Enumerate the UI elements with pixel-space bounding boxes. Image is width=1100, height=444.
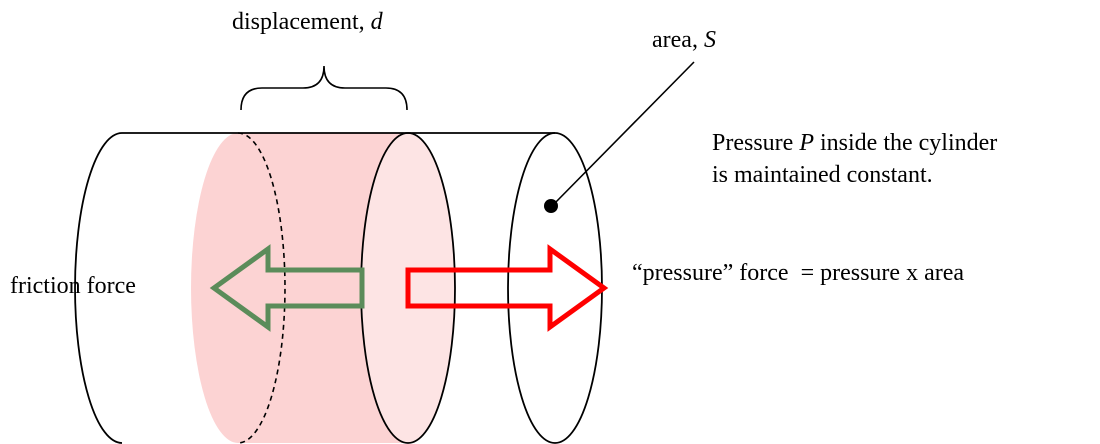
cylinder-right-end bbox=[507, 132, 603, 444]
friction-force-arrow bbox=[209, 244, 365, 332]
area-label: area, S bbox=[652, 26, 716, 54]
friction-force-label: friction force bbox=[10, 273, 136, 299]
cylinder-left-end bbox=[74, 132, 123, 444]
pressure-force-arrow bbox=[405, 244, 609, 332]
pressure-statement-line1: Pressure P inside the cylinder bbox=[712, 130, 998, 156]
pressure-symbol: P bbox=[799, 130, 814, 156]
displacement-symbol: d bbox=[370, 9, 383, 35]
area-dot bbox=[544, 199, 558, 213]
area-leader-line bbox=[552, 61, 695, 206]
piston-back-edge bbox=[237, 132, 286, 444]
displacement-brace bbox=[240, 65, 408, 111]
pressure-force-label: “pressure” force = pressure x area bbox=[632, 260, 965, 286]
area-text: area, bbox=[652, 27, 698, 53]
displacement-label: displacement, d bbox=[232, 8, 383, 36]
area-symbol: S bbox=[703, 27, 716, 53]
displacement-text: displacement, bbox=[232, 9, 365, 35]
pressure-statement-line2: is maintained constant. bbox=[712, 162, 933, 188]
